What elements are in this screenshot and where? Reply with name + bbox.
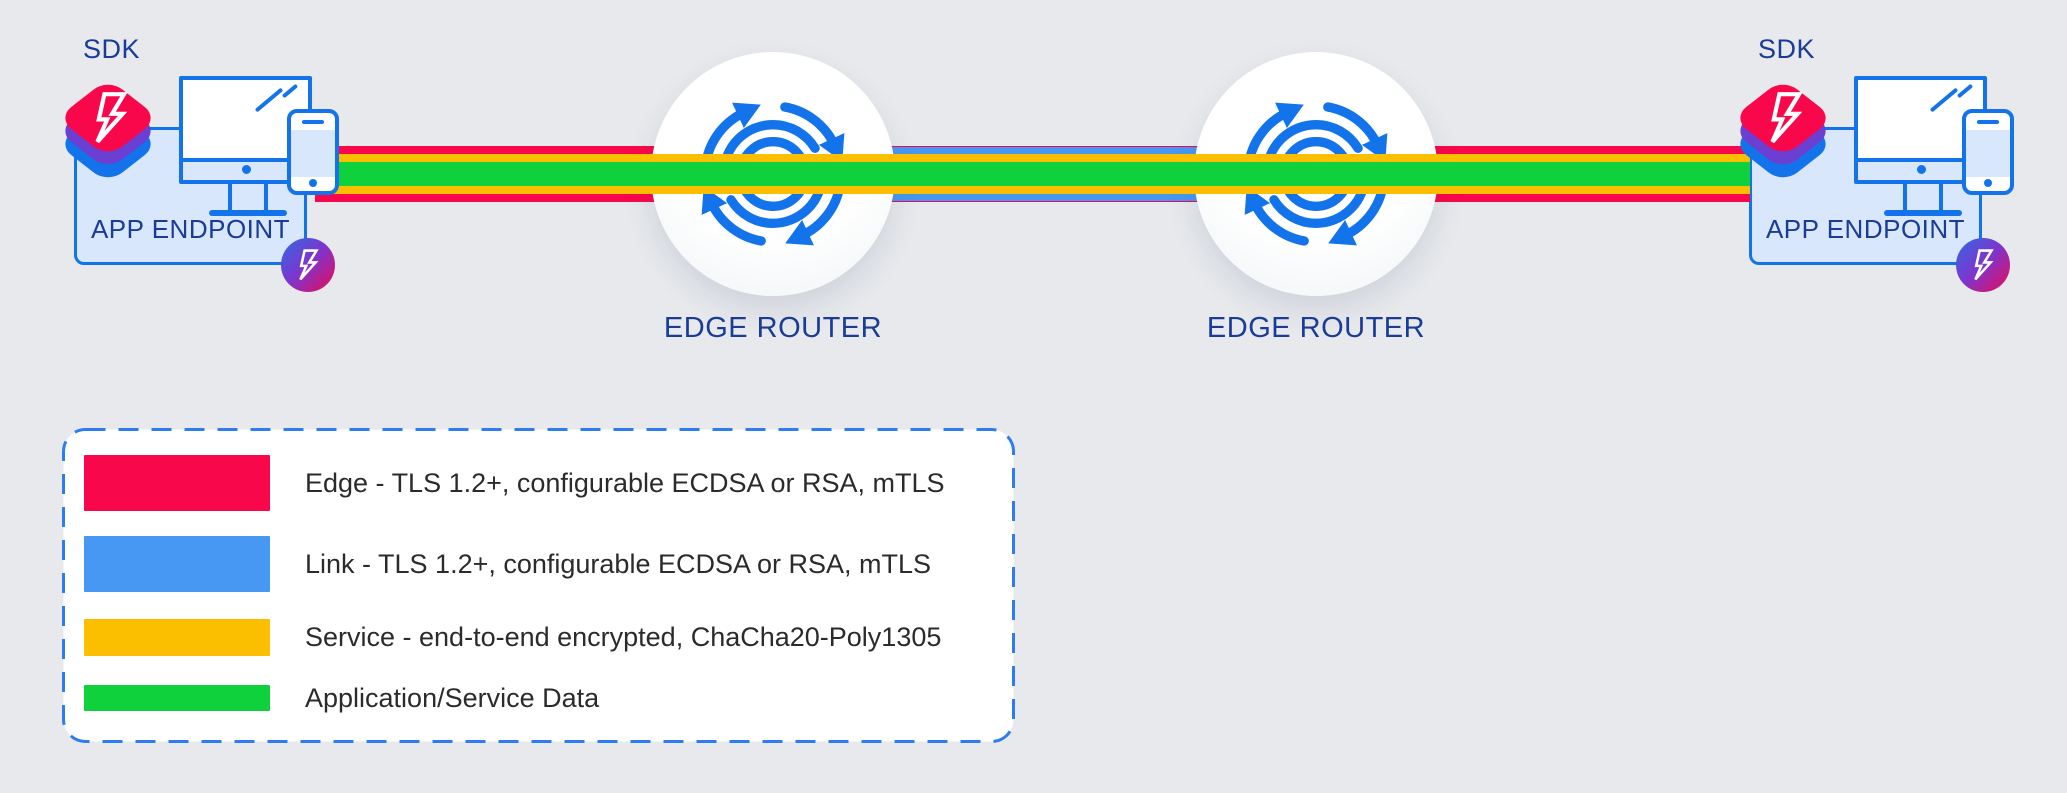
sdk-stack-icon	[1732, 78, 1834, 198]
app-endpoint-title: APP ENDPOINT	[1765, 214, 1966, 244]
monitor-button	[1916, 165, 1926, 174]
lightning-bolt-icon	[95, 92, 128, 144]
monitor-chin	[1858, 158, 1983, 180]
service-channel-stripe-top	[315, 154, 1750, 162]
smartphone-icon	[1962, 109, 2014, 195]
link-color-swatch	[84, 536, 270, 592]
legend-label: Link - TLS 1.2+, configurable ECDSA or R…	[305, 548, 932, 579]
monitor-base	[1884, 210, 1962, 216]
app-endpoint-title: APP ENDPOINT	[90, 214, 291, 244]
service-channel-stripe-bottom	[315, 186, 1750, 194]
phone-speaker	[302, 120, 324, 124]
sdk-label: SDK	[1758, 34, 1816, 64]
edge-color-swatch	[84, 455, 270, 511]
link-channel-stripe-bottom	[773, 194, 1316, 201]
monitor-stand	[1903, 184, 1943, 212]
legend-label: Service - end-to-end encrypted, ChaCha20…	[305, 622, 942, 652]
legend-label: Application/Service Data	[305, 682, 600, 713]
monitor-chin	[183, 158, 308, 180]
ziti-badge-icon	[281, 238, 335, 292]
legend-panel: Edge - TLS 1.2+, configurable ECDSA or R…	[62, 428, 1015, 743]
monitor-button	[241, 165, 251, 174]
monitor-base	[209, 210, 287, 216]
sdk-stack-icon	[57, 78, 159, 198]
service-color-swatch	[84, 619, 270, 656]
phone-screen	[1966, 130, 2010, 177]
lightning-bolt-icon	[1770, 92, 1803, 144]
monitor-stand	[228, 184, 268, 212]
legend-label: Edge - TLS 1.2+, configurable ECDSA or R…	[305, 467, 945, 498]
edge-router-label: EDGE ROUTER	[1206, 312, 1426, 344]
phone-home-button	[1984, 179, 1992, 187]
phone-home-button	[309, 179, 317, 187]
link-channel-stripe-top	[773, 147, 1316, 154]
phone-screen	[291, 130, 335, 177]
sdk-label: SDK	[83, 34, 141, 64]
smartphone-icon	[287, 109, 339, 195]
edge-router-label: EDGE ROUTER	[663, 312, 883, 344]
legend-dashed-border	[62, 428, 1015, 743]
lightning-bolt-icon	[299, 249, 319, 281]
ziti-badge-icon	[1956, 238, 2010, 292]
application-data-color-swatch	[84, 685, 270, 711]
application-data-stripe	[315, 162, 1750, 186]
lightning-bolt-icon	[1974, 249, 1994, 281]
phone-speaker	[1977, 120, 1999, 124]
